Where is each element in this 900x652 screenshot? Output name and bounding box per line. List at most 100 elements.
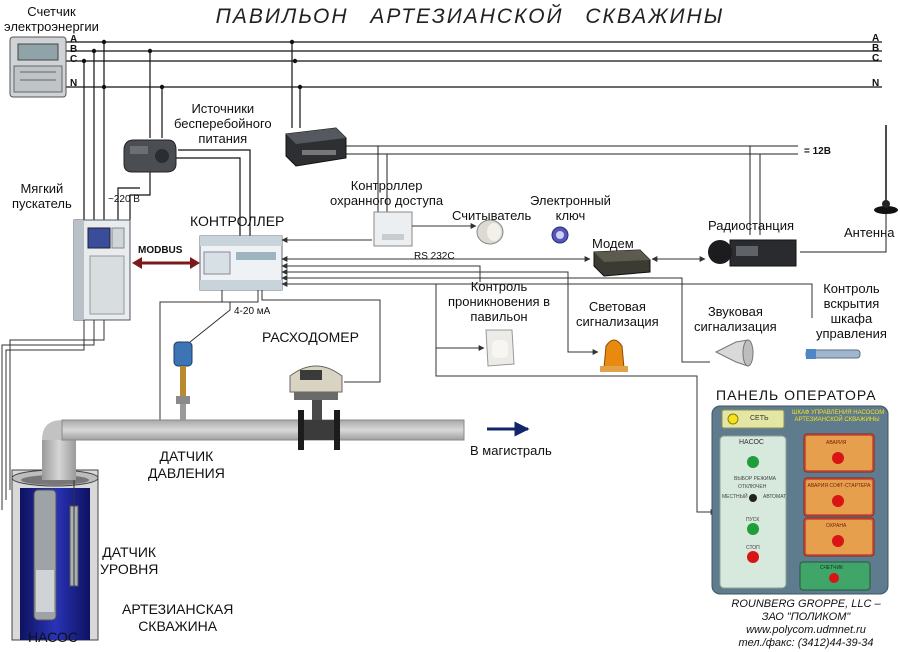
pressure-label-line-2: ДАВЛЕНИЯ: [148, 465, 225, 481]
intrusion-label-line-1: Контроль: [470, 279, 528, 294]
bus-label-n-right: N: [872, 78, 880, 89]
footer-line-2: ЗАО "ПОЛИКОМ": [761, 611, 851, 623]
bus-junctions: [81, 39, 303, 90]
modem-device: [593, 249, 651, 277]
diagram-title: ПАВИЛЬОН АРТЕЗИАНСКОЙ СКВАЖИНЫ: [215, 5, 725, 28]
power-bus: [62, 41, 882, 88]
pressure-label-line-1: ДАТЧИК: [159, 448, 214, 464]
radio-label: Радиостанция: [708, 218, 795, 233]
well-label-line-2: СКВАЖИНА: [138, 618, 218, 634]
cabinet-sensor-device: [805, 349, 861, 359]
soft-starter-label-line-1: Мягкий: [20, 181, 64, 196]
sound-label: Звуковая сигнализация: [694, 304, 777, 334]
panel-stop-label: СТОП: [746, 545, 760, 551]
modbus-label: MODBUS: [138, 245, 183, 256]
flowmeter-label: РАСХОДОМЕР: [262, 329, 359, 345]
level-label-line-1: ДАТЧИК: [102, 544, 157, 560]
light-label-line-2: сигнализация: [576, 314, 659, 329]
cabinet-label-line-2: вскрытия: [823, 296, 880, 311]
cabinet-label: Контроль вскрытия шкафа управления: [816, 281, 887, 341]
access-controller-device: [373, 211, 413, 247]
controller-device: [199, 235, 283, 291]
access-controller-label-line-2: охранного доступа: [330, 193, 444, 208]
pump-label: НАСОС: [28, 629, 78, 645]
modbus-link: [132, 257, 200, 269]
artesian-well: [11, 469, 99, 641]
controller-wiring: [159, 237, 813, 515]
footer-line-1: ROUNBERG GROPPE, LLC –: [731, 598, 881, 610]
cabinet-label-line-1: Контроль: [823, 281, 880, 296]
footer-credits: ROUNBERG GROPPE, LLC – ЗАО "ПОЛИКОМ" www…: [716, 598, 896, 650]
access-controller-label: Контроллер охранного доступа: [330, 178, 443, 208]
light-label-line-1: Световая: [588, 299, 646, 314]
dc-bus: [345, 145, 798, 235]
panel-guard-label: ОХРАНА: [826, 523, 847, 529]
level-label-line-2: УРОВНЯ: [100, 561, 159, 577]
well-label-line-1: АРТЕЗИАНСКАЯ: [122, 601, 234, 617]
panel-local-label: МЕСТНЫЙ: [722, 494, 748, 500]
panel-header-line-2: АРТЕЗИАНСКОЙ СКВАЖИНЫ: [794, 417, 880, 423]
bus-drops: [83, 42, 301, 236]
level-label: ДАТЧИК УРОВНЯ: [100, 544, 158, 578]
main-pipe: [42, 410, 465, 480]
flowmeter-device: [289, 365, 343, 420]
meter-label-line-1: Счетчик: [27, 4, 76, 19]
ups-label: Источники бесперебойного питания: [174, 101, 272, 146]
cabinet-label-line-4: управления: [816, 326, 887, 341]
ekey-label: Электронный ключ: [530, 193, 611, 223]
reader-label: Считыватель: [452, 208, 532, 223]
panel-off-label: ОТКЛЮЧЕН: [738, 484, 767, 490]
ups-label-line-2: бесперебойного: [174, 116, 272, 131]
ups-small-device: [123, 139, 177, 173]
mains-label: В магистраль: [470, 443, 552, 458]
siren-device: [714, 339, 754, 367]
panel-header-line-1: ШКАФ УПРАВЛЕНИЯ НАСОСОМ: [792, 410, 885, 416]
ma-label: 4-20 мА: [234, 306, 271, 317]
ups-large-device: [285, 127, 347, 167]
footer-line-4: тел./факс: (3412)44-39-34: [738, 637, 874, 649]
well-label: АРТЕЗИАНСКАЯ СКВАЖИНА: [122, 601, 233, 635]
electronic-key-device: [551, 226, 569, 244]
card-reader-device: [476, 219, 504, 245]
rs232-label: RS 232C: [414, 251, 455, 262]
bus-label-a-right: A: [872, 33, 880, 44]
panel-start-label: ПУСК: [746, 517, 760, 523]
light-label: Световая сигнализация: [576, 299, 659, 329]
radio-station-device: [708, 239, 797, 267]
access-controller-label-line-1: Контроллер: [350, 178, 423, 193]
soft-starter-label: Мягкий пускатель: [12, 181, 72, 211]
antenna-device: [874, 125, 898, 214]
panel-header: ШКАФ УПРАВЛЕНИЯ НАСОСОМ АРТЕЗИАНСКОЙ СКВ…: [792, 410, 885, 424]
intrusion-label-line-2: проникновения в: [448, 294, 551, 309]
light-beacon-device: [600, 339, 628, 372]
ups-label-line-1: Источники: [191, 101, 255, 116]
dc-bus-label: = 12В: [804, 146, 831, 157]
meter-label-line-2: электроэнергии: [4, 19, 99, 34]
bus-label-c-left: C: [70, 54, 78, 65]
antenna-label: Антенна: [844, 225, 895, 240]
bus-label-b-right: B: [872, 43, 880, 54]
bus-label-a-left: A: [70, 34, 78, 45]
energy-meter-device: [9, 36, 67, 98]
modem-label: Модем: [592, 236, 634, 251]
soft-starter-device: [73, 219, 131, 321]
panel-net-label: СЕТЬ: [750, 415, 769, 422]
panel-pump-label: НАСОС: [739, 439, 764, 446]
panel-auto-label: АВТОМАТ: [763, 494, 787, 500]
bus-label-b-left: B: [70, 44, 78, 55]
intrusion-label: Контроль проникновения в павильон: [448, 279, 550, 324]
pressure-sensor-device: [173, 341, 193, 420]
ekey-label-line-2: ключ: [555, 208, 586, 223]
panel-counter-label: СЧЕТЧИК: [820, 565, 844, 571]
bus-label-c-right: C: [872, 53, 880, 64]
pressure-label: ДАТЧИК ДАВЛЕНИЯ: [148, 448, 225, 482]
intrusion-sensor-device: [485, 329, 515, 367]
controller-label: КОНТРОЛЛЕР: [190, 213, 285, 229]
operator-panel: [711, 405, 889, 595]
ekey-label-line-1: Электронный: [530, 193, 611, 208]
panel-mode-label: ВЫБОР РЕЖИМА: [734, 476, 776, 482]
v220-label: ~220 В: [108, 194, 140, 205]
intrusion-label-line-3: павильон: [470, 309, 528, 324]
